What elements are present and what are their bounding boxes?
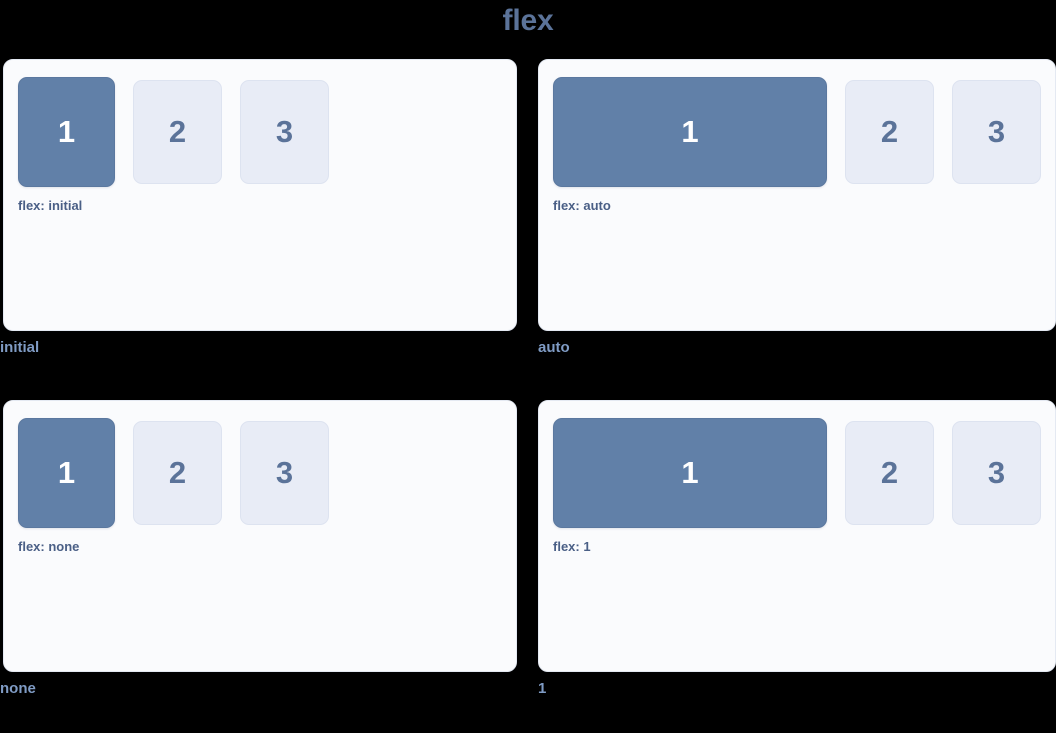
demo-caption: none — [0, 680, 36, 697]
demo-caption: auto — [538, 339, 570, 356]
flex-item-3: 3 — [952, 80, 1041, 184]
flex-property-label: flex: initial — [18, 198, 83, 213]
flex-container-auto: 1 2 3 — [553, 77, 1041, 189]
demo-cell-initial: 1 2 3 flex: initial initial — [0, 59, 520, 357]
flex-item-2: 2 — [133, 421, 222, 525]
demo-caption: initial — [0, 339, 40, 356]
flex-item-2: 2 — [133, 80, 222, 184]
page-title: flex — [502, 4, 554, 37]
flex-item-3: 3 — [240, 80, 329, 184]
flex-item-2: 2 — [845, 80, 934, 184]
flex-container-none: 1 2 3 — [18, 418, 502, 530]
flex-container-initial: 1 2 3 — [18, 77, 502, 189]
flex-container-one: 1 2 3 — [553, 418, 1041, 530]
demo-grid: 1 2 3 flex: initial initial 1 2 3 flex: … — [0, 59, 1056, 698]
flex-property-label: flex: none — [18, 539, 80, 554]
flex-item-3: 3 — [240, 421, 329, 525]
demo-panel-none: 1 2 3 flex: none — [3, 400, 517, 672]
flex-item-1: 1 — [18, 77, 115, 187]
flex-item-1: 1 — [18, 418, 115, 528]
demo-panel-one: 1 2 3 flex: 1 — [538, 400, 1056, 672]
demo-cell-one: 1 2 3 flex: 1 1 — [538, 400, 1056, 698]
flex-item-1: 1 — [553, 77, 827, 187]
flex-property-label: flex: auto — [553, 198, 611, 213]
demo-cell-none: 1 2 3 flex: none none — [0, 400, 520, 698]
flex-property-label: flex: 1 — [553, 539, 591, 554]
flex-item-3: 3 — [952, 421, 1041, 525]
flex-item-1: 1 — [553, 418, 827, 528]
demo-panel-initial: 1 2 3 flex: initial — [3, 59, 517, 331]
demo-cell-auto: 1 2 3 flex: auto auto — [538, 59, 1056, 357]
demo-caption: 1 — [538, 680, 547, 697]
flex-item-2: 2 — [845, 421, 934, 525]
demo-panel-auto: 1 2 3 flex: auto — [538, 59, 1056, 331]
